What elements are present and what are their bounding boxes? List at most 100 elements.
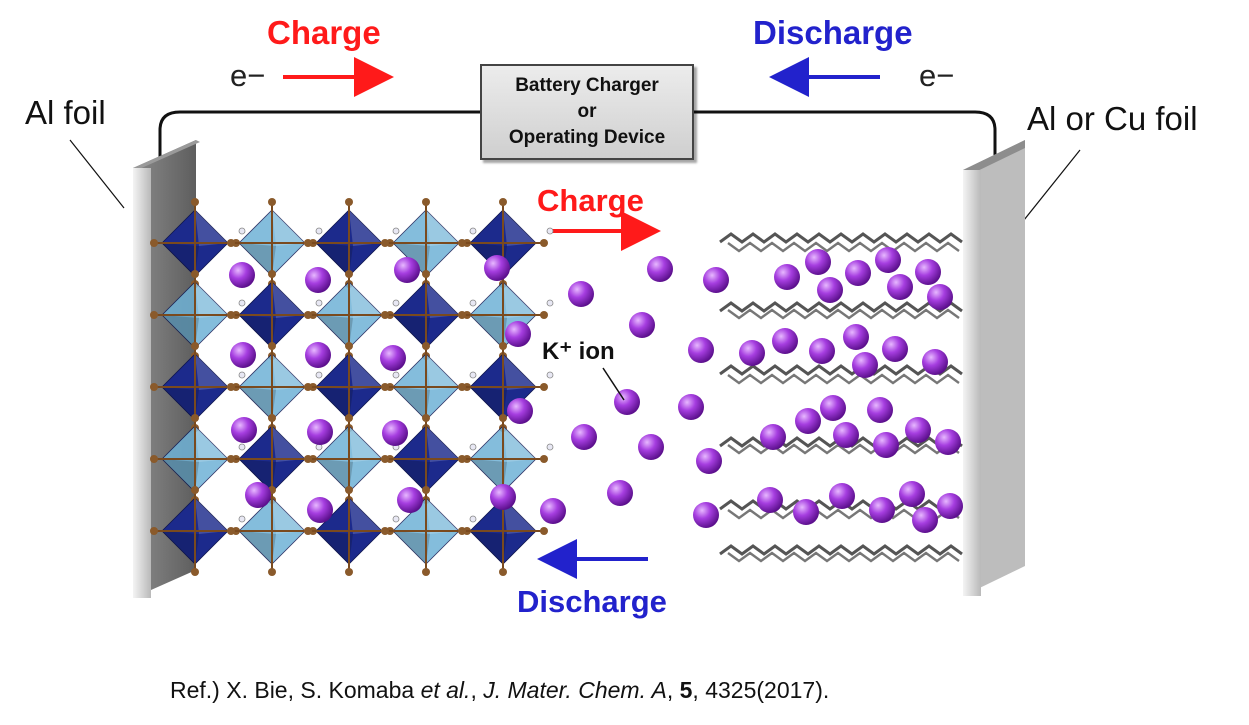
linker-atom xyxy=(458,311,466,319)
nitrogen-atom xyxy=(315,299,323,307)
k-ion xyxy=(805,249,831,275)
graphite-anode xyxy=(719,232,963,563)
k-ion xyxy=(629,312,655,338)
linker-atom xyxy=(268,414,276,422)
linker-atom xyxy=(422,270,430,278)
linker-atom xyxy=(191,342,199,350)
octahedron xyxy=(227,414,323,504)
k-ion xyxy=(937,493,963,519)
k-ion xyxy=(703,267,729,293)
octahedron xyxy=(227,198,323,288)
k-ion xyxy=(774,264,800,290)
nitrogen-atom xyxy=(469,299,477,307)
octahedron xyxy=(150,198,246,288)
linker-atom xyxy=(191,198,199,206)
electron-label-left: e− xyxy=(230,58,266,93)
linker-atom xyxy=(499,568,507,576)
k-ion xyxy=(507,398,533,424)
k-ion xyxy=(867,397,893,423)
ref-sep1: , xyxy=(470,677,484,703)
k-ion xyxy=(688,337,714,363)
k-ion xyxy=(887,274,913,300)
k-ion xyxy=(772,328,798,354)
k-ion xyxy=(852,352,878,378)
k-ion xyxy=(817,277,843,303)
linker-atom xyxy=(150,311,158,319)
k-ion xyxy=(245,482,271,508)
k-ion xyxy=(305,342,331,368)
k-ion xyxy=(793,499,819,525)
nitrogen-atom xyxy=(238,443,246,451)
k-ion xyxy=(647,256,673,282)
nitrogen-atom xyxy=(238,299,246,307)
linker-atom xyxy=(227,455,235,463)
linker-atom xyxy=(227,311,235,319)
octahedron xyxy=(381,198,477,288)
linker-atom xyxy=(381,311,389,319)
linker-atom xyxy=(227,239,235,247)
linker-atom xyxy=(191,568,199,576)
k-ion xyxy=(230,342,256,368)
linker-atom xyxy=(458,383,466,391)
nitrogen-atom xyxy=(238,515,246,523)
k-ion xyxy=(869,497,895,523)
k-ion xyxy=(614,389,640,415)
k-ion xyxy=(905,417,931,443)
k-ion-label: K⁺ ion xyxy=(542,338,615,365)
linker-atom xyxy=(191,270,199,278)
left-foil-label: Al foil xyxy=(25,94,106,131)
linker-atom xyxy=(540,455,548,463)
linker-atom xyxy=(345,270,353,278)
nitrogen-atom xyxy=(546,443,554,451)
nitrogen-atom xyxy=(469,227,477,235)
octahedron xyxy=(227,342,323,432)
device-label-line2: or xyxy=(577,101,597,122)
k-ion xyxy=(693,502,719,528)
right-foil-label: Al or Cu foil xyxy=(1027,100,1198,137)
k-ion xyxy=(809,338,835,364)
circuit-wire-right xyxy=(688,110,997,160)
linker-atom xyxy=(345,342,353,350)
graphene-layer xyxy=(719,232,963,253)
k-ion xyxy=(845,260,871,286)
k-ion xyxy=(915,259,941,285)
linker-atom xyxy=(268,198,276,206)
k-ion xyxy=(678,394,704,420)
ref-journal: J. Mater. Chem. A xyxy=(483,677,667,703)
charge-heading: Charge xyxy=(267,14,381,51)
k-ion xyxy=(568,281,594,307)
k-ion xyxy=(490,484,516,510)
k-ion xyxy=(935,429,961,455)
k-ion xyxy=(394,257,420,283)
nitrogen-atom xyxy=(238,371,246,379)
nitrogen-atom xyxy=(546,299,554,307)
linker-atom xyxy=(345,414,353,422)
linker-atom xyxy=(150,239,158,247)
k-ion xyxy=(757,487,783,513)
linker-atom xyxy=(345,198,353,206)
linker-atom xyxy=(268,342,276,350)
linker-atom xyxy=(540,527,548,535)
charge-ion-label: Charge xyxy=(537,183,644,218)
k-ion xyxy=(875,247,901,273)
nitrogen-atom xyxy=(392,515,400,523)
octahedron xyxy=(381,414,477,504)
linker-atom xyxy=(458,527,466,535)
nitrogen-atom xyxy=(315,227,323,235)
linker-atom xyxy=(304,311,312,319)
linker-atom xyxy=(540,383,548,391)
k-ion xyxy=(696,448,722,474)
linker-atom xyxy=(381,455,389,463)
linker-atom xyxy=(304,383,312,391)
linker-atom xyxy=(499,198,507,206)
linker-atom xyxy=(150,455,158,463)
linker-atom xyxy=(304,455,312,463)
k-ion xyxy=(882,336,908,362)
ref-pages: , 4325(2017). xyxy=(692,677,830,703)
device-label-line1: Battery Charger xyxy=(515,75,659,96)
linker-atom xyxy=(191,414,199,422)
linker-atom xyxy=(381,239,389,247)
octahedron xyxy=(304,270,400,360)
linker-atom xyxy=(191,486,199,494)
electrolyte-k-ions xyxy=(484,255,729,528)
